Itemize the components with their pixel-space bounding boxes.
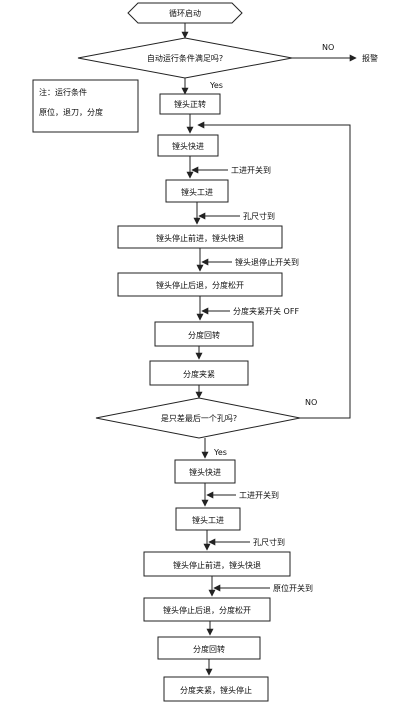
signal-hole-size-2: 孔尺寸到 — [253, 537, 285, 547]
loop-back-arrow — [197, 121, 351, 419]
start-terminator — [127, 2, 243, 24]
step-fast-advance-1 — [157, 134, 219, 157]
step-work-feed-1-label: 镗头工进 — [181, 187, 213, 197]
step-final-label: 分度夹紧，镗头停止 — [180, 685, 252, 695]
step-index-clamp-1-label: 分度夹紧 — [183, 369, 215, 379]
start-label: 循环启动 — [169, 8, 201, 18]
step-fast-advance-2-label: 镗头快进 — [189, 467, 221, 477]
note-line2: 原位，退刀，分度 — [39, 107, 103, 117]
step-index-rotate-1 — [154, 321, 254, 347]
signal-work-feed-switch-2: 工进开关到 — [239, 490, 279, 500]
decision2-no-label: NO — [305, 398, 317, 407]
step-work-feed-2 — [175, 507, 241, 531]
decision-last-hole — [95, 397, 301, 439]
signal-home-switch: 原位开关到 — [273, 583, 313, 593]
step-stop-return-index-release-label: 镗头停止后退，分度松开 — [156, 280, 244, 290]
step-stop-return-index-release-2 — [143, 597, 271, 622]
note-line1: 注：运行条件 — [39, 87, 87, 97]
decision1-yes-label: Yes — [209, 81, 223, 90]
alarm-label: 报警 — [362, 53, 378, 63]
signal-hole-size-1: 孔尺寸到 — [243, 211, 275, 221]
step-stop-advance-fast-return-2 — [143, 551, 291, 577]
decision-last-hole-label: 是只差最后一个孔吗? — [161, 413, 237, 423]
step-stop-advance-fast-return-1-label: 镗头停止前进，镗头快退 — [156, 233, 244, 243]
step-work-feed-2-label: 镗头工进 — [192, 515, 224, 525]
decision-run-conditions-label: 自动运行条件满足吗? — [147, 53, 223, 63]
step-stop-return-index-release-2-label: 镗头停止后退，分度松开 — [163, 605, 251, 615]
decision2-yes-label: Yes — [213, 448, 227, 457]
signal-work-feed-switch-1: 工进开关到 — [231, 165, 271, 175]
step-fast-advance-1-label: 镗头快进 — [172, 141, 204, 151]
decision1-no-label: NO — [322, 43, 334, 52]
step-stop-advance-fast-return-2-label: 镗头停止前进，镗头快退 — [173, 560, 261, 570]
step-final — [163, 676, 269, 702]
step-index-rotate-1-label: 分度回转 — [188, 330, 220, 340]
step-head-forward-label: 镗头正转 — [174, 99, 206, 109]
signal-index-clamp-off: 分度夹紧开关 OFF — [233, 306, 299, 316]
step-index-clamp-1 — [149, 360, 249, 386]
note-box — [32, 79, 139, 133]
step-index-rotate-2-label: 分度回转 — [193, 644, 225, 654]
signal-stop-return-switch: 镗头退停止开关到 — [235, 257, 299, 267]
